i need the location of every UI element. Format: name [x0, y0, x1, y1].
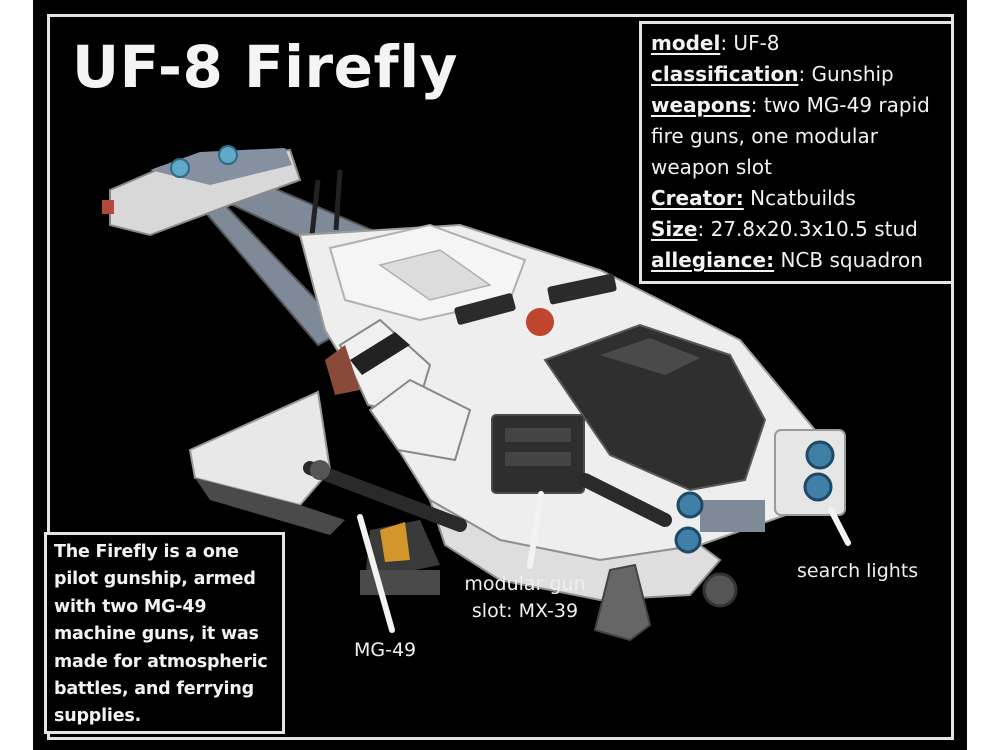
spec-value: : 27.8x20.3x10.5 stud	[697, 217, 918, 241]
spec-weapons: weapons: two MG-49 rapid fire guns, one …	[651, 90, 951, 183]
side-accent	[325, 345, 360, 395]
gun-slot-detail	[505, 452, 571, 466]
right-gun-barrel	[578, 473, 672, 527]
pointer-modular	[527, 491, 544, 569]
deck-panel	[378, 249, 492, 301]
outer-frame	[47, 14, 954, 740]
description-text: The Firefly is a one pilot gunship, arme…	[54, 542, 268, 727]
spec-box: model: UF-8 classification: Gunship weap…	[639, 21, 954, 284]
hull-panel	[700, 500, 765, 532]
gear-foot	[360, 570, 440, 595]
canopy-highlight	[600, 338, 700, 375]
callout-search-lights: search lights	[797, 560, 919, 582]
spec-model: model: UF-8	[651, 28, 951, 59]
light-pod	[774, 429, 846, 516]
search-light	[674, 526, 702, 554]
callout-modular-gun-slot: modular gun slot: MX-39	[464, 573, 586, 622]
spec-allegiance: allegiance: NCB squadron	[651, 245, 951, 276]
mg49-gun-barrel	[303, 461, 467, 532]
pointer-search	[828, 507, 851, 546]
spec-classification: classification: Gunship	[651, 59, 951, 90]
squadron-emblem	[524, 306, 556, 338]
spec-key: allegiance:	[651, 248, 775, 272]
spec-size: Size: 27.8x20.3x10.5 stud	[651, 214, 951, 245]
side-panel	[368, 378, 472, 462]
spec-key: weapons	[651, 93, 751, 117]
gun-slot-detail	[505, 428, 571, 442]
side-panel-stripe	[350, 332, 410, 375]
search-light	[676, 491, 704, 519]
vent	[454, 293, 516, 325]
spec-value: : two MG-49 rapid fire guns, one modular…	[651, 93, 930, 179]
page-title: UF-8 Firefly	[72, 33, 458, 101]
landing-gear-right	[593, 563, 652, 642]
nose-stud	[218, 145, 238, 165]
pointer-mg49	[357, 514, 395, 633]
spec-value: : UF-8	[720, 31, 780, 55]
cockpit-canopy	[543, 323, 767, 492]
mg49-gun-mount	[310, 460, 330, 480]
lower-hull	[428, 497, 722, 602]
left-wing	[188, 390, 332, 507]
gear-wheel	[702, 572, 738, 608]
search-light	[803, 472, 833, 502]
left-wing-underside	[195, 478, 345, 535]
spec-key: Size	[651, 217, 698, 241]
description-box: The Firefly is a one pilot gunship, arme…	[44, 532, 285, 734]
spec-value: NCB squadron	[774, 248, 923, 272]
nose-stud	[170, 158, 190, 178]
gear-claw	[380, 522, 410, 562]
antenna	[333, 169, 343, 231]
callout-mg49: MG-49	[354, 639, 417, 661]
vent	[547, 273, 617, 305]
spec-key: classification	[651, 62, 799, 86]
spec-creator: Creator: Ncatbuilds	[651, 183, 951, 214]
spec-value: Ncatbuilds	[743, 186, 856, 210]
antenna	[309, 179, 321, 236]
nose-light	[102, 200, 114, 214]
spec-value: : Gunship	[798, 62, 894, 86]
spec-key: model	[651, 31, 721, 55]
search-light	[805, 440, 835, 470]
spec-key: Creator:	[651, 186, 744, 210]
